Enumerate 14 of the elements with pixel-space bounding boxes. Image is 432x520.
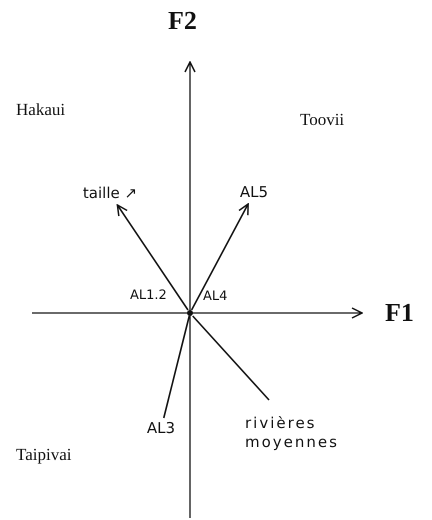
origin-point <box>187 310 193 316</box>
site-label: F2 <box>168 6 197 36</box>
axis-label: Toovii <box>300 110 344 130</box>
vector-arrow <box>116 204 189 310</box>
site-label: F1 <box>385 298 414 328</box>
vector-label: AL5 <box>234 182 274 204</box>
vector-label: AL1.2 <box>130 288 167 303</box>
vector-label: taille ↗ <box>74 183 146 205</box>
vector-label: AL3 <box>140 418 182 440</box>
axis-label: Taipivai <box>16 445 72 465</box>
vector-arrow <box>190 203 249 310</box>
vector-label: rivières moyennes <box>245 400 353 466</box>
vector-label: AL4 <box>203 289 228 304</box>
axis-label: Hakaui <box>16 100 66 120</box>
